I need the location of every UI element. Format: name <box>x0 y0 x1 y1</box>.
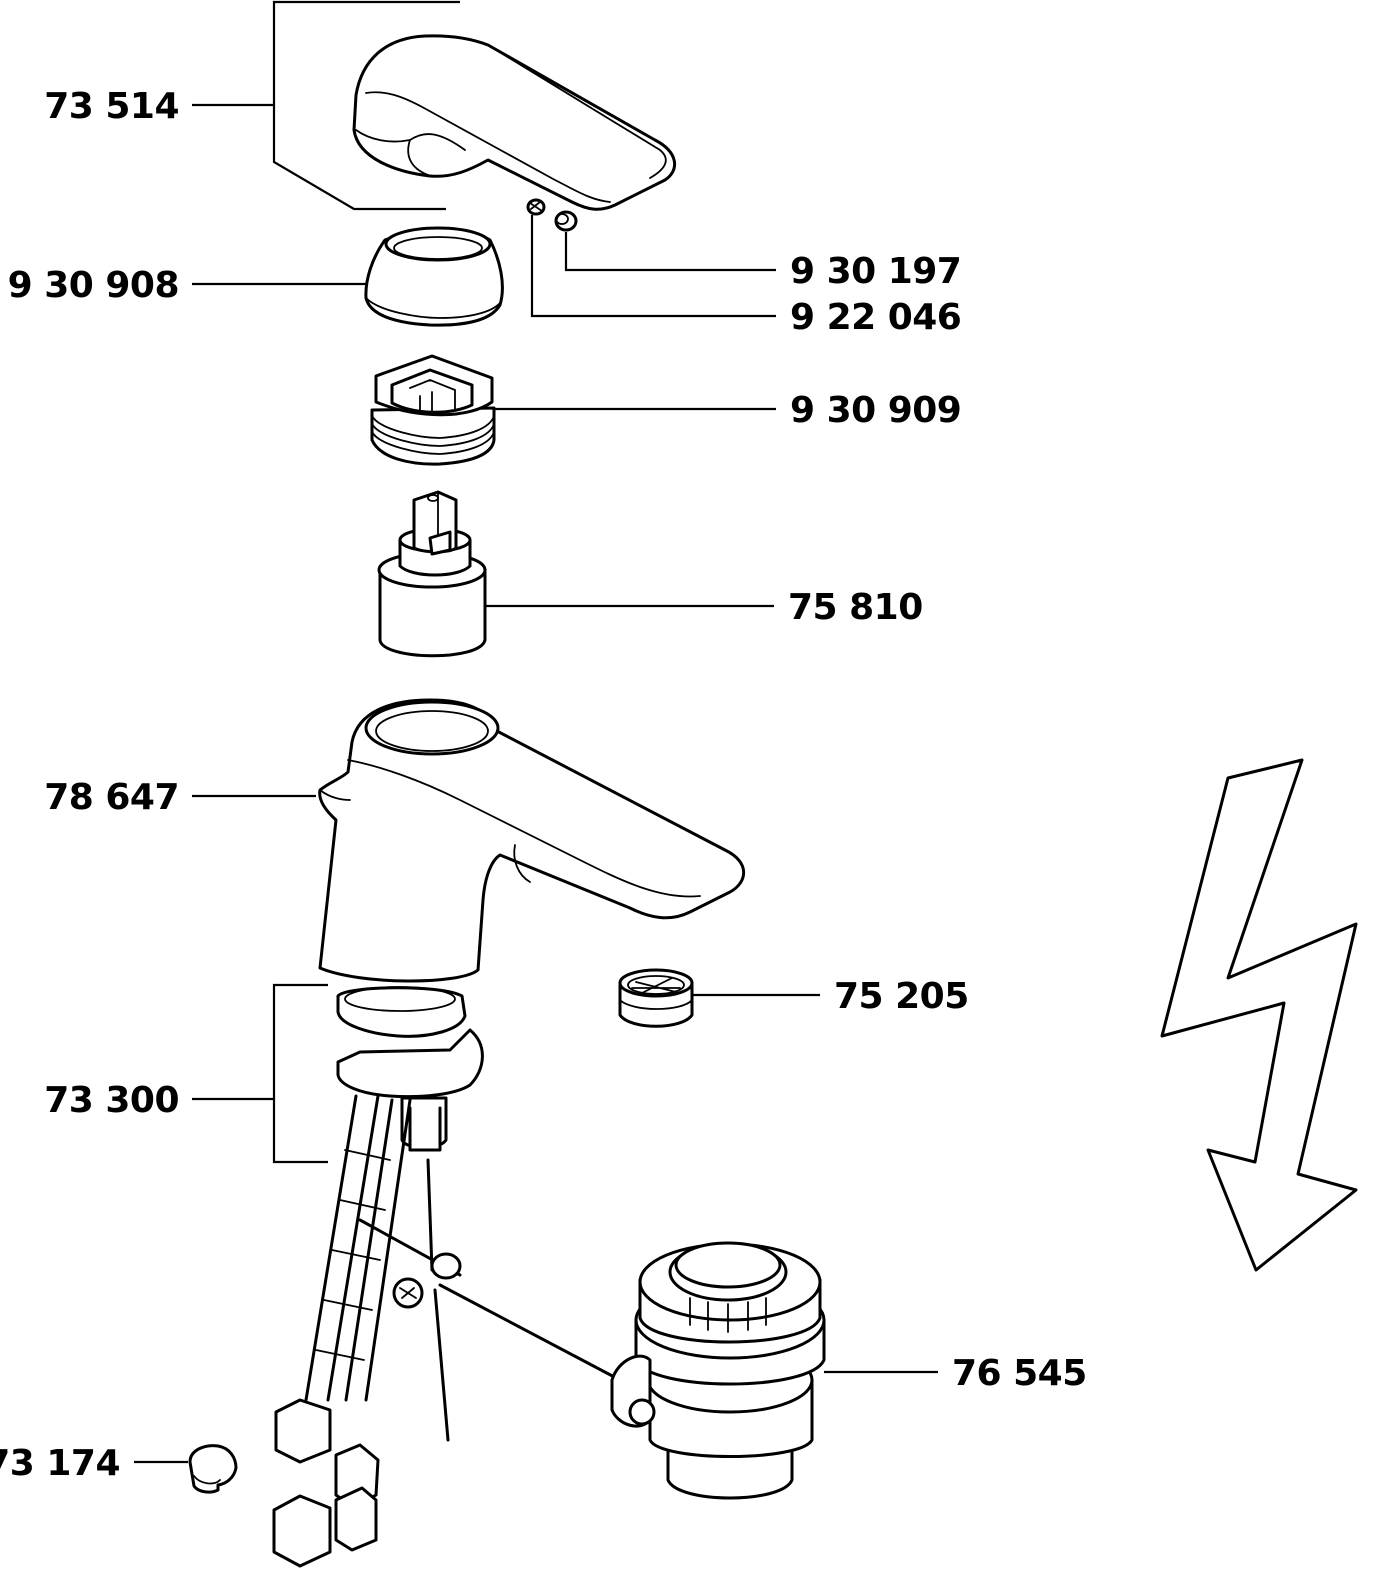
label-cartridge: 75 810 <box>788 587 923 628</box>
cartridge-part <box>377 490 487 658</box>
label-body: 78 647 <box>44 777 179 818</box>
leader-lines <box>134 0 938 1464</box>
body-part <box>318 698 746 983</box>
waste-part <box>610 1241 826 1500</box>
nut-part <box>370 354 496 466</box>
aerator-part <box>618 968 694 1028</box>
handle-part <box>352 34 676 211</box>
label-cover-cap: 9 30 908 <box>8 265 179 306</box>
label-set-screw-cap: 9 30 197 <box>790 251 961 292</box>
label-waste: 76 545 <box>952 1353 1087 1394</box>
label-plug: 73 174 <box>0 1443 120 1484</box>
set-screw-part <box>526 198 546 216</box>
lightning-arrow-icon <box>1160 758 1358 1272</box>
label-handle: 73 514 <box>44 86 179 127</box>
fixing-set-part <box>272 986 622 1568</box>
cover-cap-part <box>364 226 504 327</box>
label-nut: 9 30 909 <box>790 390 961 431</box>
plug-part <box>188 1444 238 1494</box>
set-screw-cap-part <box>554 210 578 232</box>
label-aerator: 75 205 <box>834 976 969 1017</box>
label-set-screw: 9 22 046 <box>790 297 961 338</box>
label-fixing-set: 73 300 <box>44 1080 179 1121</box>
